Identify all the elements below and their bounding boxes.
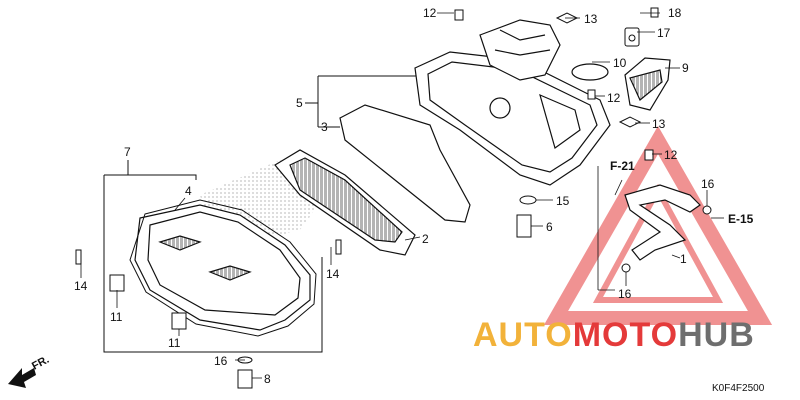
watermark-part-1: AUTO: [473, 316, 573, 354]
label-12-mid: 12: [607, 91, 621, 105]
drain-tube: [624, 184, 701, 261]
bracket-7: [103, 160, 323, 353]
diagram-code: K0F4F2500: [712, 383, 765, 394]
filter-element: [274, 149, 416, 256]
label-17: 17: [657, 26, 671, 40]
label-13-top: 13: [584, 12, 598, 26]
watermark-part-2: MOTO: [572, 316, 679, 354]
label-9: 9: [682, 61, 689, 75]
hose-clamp: [571, 63, 609, 81]
label-1: 1: [680, 252, 687, 266]
air-cleaner-cover: [134, 204, 311, 331]
fasteners: [75, 7, 712, 389]
label-10: 10: [613, 56, 627, 70]
label-12-top: 12: [423, 6, 437, 20]
watermark-text: AUTOMOTOHUB: [473, 317, 755, 353]
label-16-right: 16: [701, 177, 715, 191]
label-4: 4: [185, 184, 192, 198]
label-7: 7: [124, 145, 131, 159]
label-11-right: 11: [168, 336, 181, 350]
label-14-right: 14: [326, 267, 340, 281]
label-13-mid: 13: [652, 117, 666, 131]
label-6: 6: [546, 220, 553, 234]
bracket-5: [305, 75, 418, 128]
intake-funnel: [624, 57, 671, 111]
label-16-lower: 16: [618, 287, 632, 301]
label-5: 5: [296, 96, 303, 110]
case-gasket: [339, 104, 471, 223]
front-arrow-icon: [8, 368, 36, 388]
label-2: 2: [422, 232, 429, 246]
ref-f21: F-21: [610, 159, 635, 173]
label-11-left: 11: [110, 310, 123, 324]
label-8: 8: [264, 372, 271, 386]
label-12-lower: 12: [664, 148, 678, 162]
label-15: 15: [556, 194, 570, 208]
label-18: 18: [668, 6, 682, 20]
ref-e15: E-15: [728, 212, 754, 226]
watermark-triangle: [543, 125, 773, 325]
watermark-part-3: HUB: [678, 316, 755, 354]
sensor: [624, 27, 640, 47]
cover-gasket: [129, 199, 317, 337]
label-14-left: 14: [74, 279, 88, 293]
label-3: 3: [321, 120, 328, 134]
intake-duct: [479, 19, 561, 81]
label-16-bottom: 16: [214, 354, 228, 368]
leader-lines: [80, 12, 724, 379]
